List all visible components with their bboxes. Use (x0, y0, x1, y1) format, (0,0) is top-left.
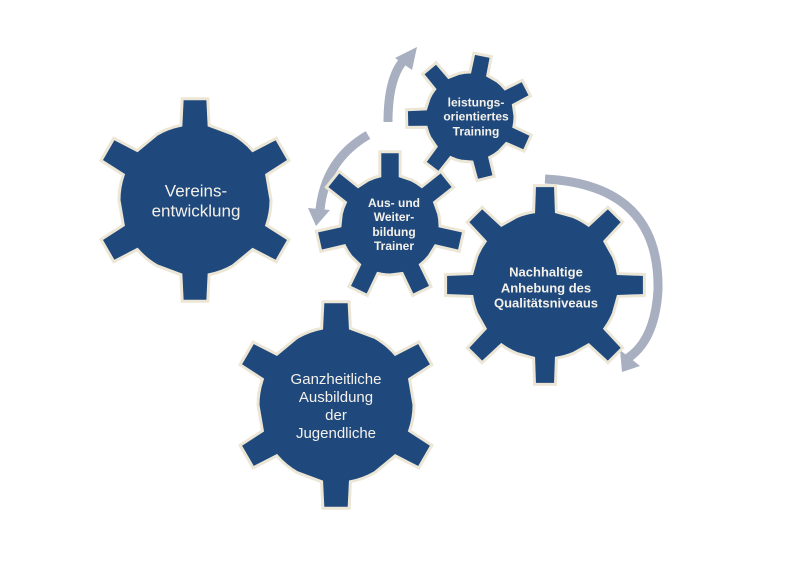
arrow-right-arc (544, 174, 663, 362)
gear-nachhaltige-anhebung (444, 184, 646, 386)
gear-aus-und-weiterbildung-trainer (314, 150, 466, 298)
arrow-up-head (395, 47, 417, 70)
gear-label-vereinsentwicklung: Vereins- entwicklung (151, 181, 241, 221)
gear-label-qualitaet: Nachhaltige Anhebung des Qualitätsniveau… (493, 264, 599, 311)
arrow-up-arc (383, 57, 408, 123)
arrow-left-arc (315, 131, 371, 211)
gear-label-jugendliche: Ganzheitliche Ausbildung der Jugendliche (290, 371, 382, 442)
gear-vereinsentwicklung (98, 97, 292, 303)
arrow-right-head (620, 350, 640, 372)
gear-label-trainer: Aus- und Weiter- bildung Trainer (368, 196, 420, 254)
gear-label-training: leistungs- orientiertes Training (443, 95, 509, 139)
arrow-left-head (308, 208, 330, 226)
gear-leistungsorientiertes-training (404, 51, 534, 183)
gear-ganzheitliche-ausbildung (238, 300, 434, 510)
